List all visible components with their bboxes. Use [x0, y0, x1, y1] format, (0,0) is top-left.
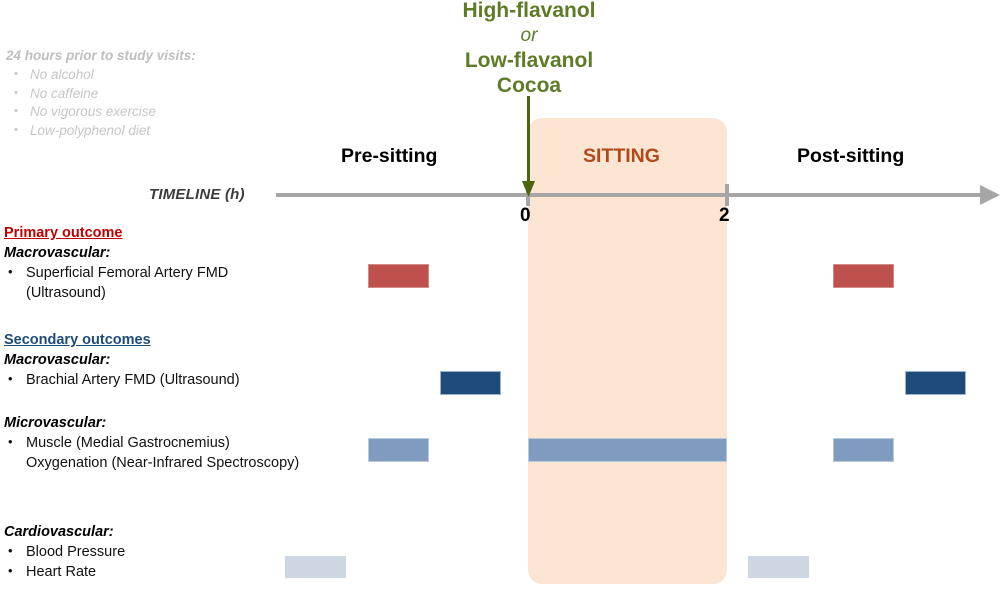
list-item: Low-polyphenol diet [6, 121, 296, 141]
outcome-subheading-microvascular: Microvascular: [4, 415, 107, 431]
timeline-axis [276, 184, 1000, 206]
outcome-group-cardiovascular: Cardiovascular: Blood Pressure Heart Rat… [4, 523, 304, 582]
outcome-group-microvascular: Microvascular: Muscle (Medial Gastrocnem… [4, 414, 304, 473]
intervention-line-cocoa: Cocoa [496, 74, 562, 97]
list-item: No alcohol [6, 65, 296, 85]
pre-visit-instructions-title: 24 hours prior to study visits: [6, 48, 196, 63]
outcome-list-primary: Superficial Femoral Artery FMD (Ultrasou… [4, 262, 304, 303]
pre-visit-instructions: 24 hours prior to study visits: No alcoh… [6, 47, 296, 140]
measurement-bar-nirs-post [833, 438, 894, 462]
measurement-bar-bp-hr-post [748, 556, 809, 578]
outcome-heading-primary: Primary outcome [4, 225, 123, 241]
list-item: Muscle (Medial Gastrocnemius) Oxygenatio… [4, 432, 304, 473]
outcome-group-secondary: Secondary outcomes Macrovascular: Brachi… [4, 331, 304, 390]
measurement-bar-nirs-pre [368, 438, 429, 462]
intervention-line-high: High-flavanol [462, 0, 596, 22]
intervention-arrow-icon [522, 96, 535, 197]
measurement-bar-nirs-sitting [528, 438, 727, 462]
measurement-bar-sfa-fmd-post [833, 264, 894, 288]
timeline-tick-0: 0 [520, 205, 531, 226]
timeline-tick-2: 2 [719, 205, 730, 226]
phase-label-sitting: SITTING [583, 145, 660, 167]
timeline-axis-caption: TIMELINE (h) [149, 186, 245, 203]
list-item: Heart Rate [4, 561, 304, 582]
list-item: No caffeine [6, 84, 296, 104]
phase-label-pre-sitting: Pre-sitting [341, 145, 438, 167]
outcome-subheading-macrovascular-secondary: Macrovascular: [4, 352, 111, 368]
list-item: No vigorous exercise [6, 102, 296, 122]
pre-visit-instruction-list: No alcohol No caffeine No vigorous exerc… [6, 65, 296, 141]
measurement-bar-sfa-fmd-pre [368, 264, 429, 288]
outcome-list-microvascular: Muscle (Medial Gastrocnemius) Oxygenatio… [4, 432, 304, 473]
list-item: Brachial Artery FMD (Ultrasound) [4, 369, 304, 390]
outcome-list-secondary-macro: Brachial Artery FMD (Ultrasound) [4, 369, 304, 390]
measurement-bar-brachial-fmd-post [905, 371, 966, 395]
intervention-connector: or [520, 24, 538, 46]
outcome-subheading-cardiovascular: Cardiovascular: [4, 524, 114, 540]
intervention-line-low: Low-flavanol [464, 48, 594, 72]
measurement-bar-brachial-fmd-pre [440, 371, 501, 395]
phase-label-post-sitting: Post-sitting [797, 145, 905, 167]
outcome-subheading-macrovascular: Macrovascular: [4, 245, 111, 261]
outcome-group-primary: Primary outcome Macrovascular: Superfici… [4, 224, 304, 303]
list-item: Superficial Femoral Artery FMD (Ultrasou… [4, 262, 304, 303]
outcome-list-cardiovascular: Blood Pressure Heart Rate [4, 541, 304, 582]
outcome-heading-secondary: Secondary outcomes [4, 332, 151, 348]
list-item: Blood Pressure [4, 541, 304, 562]
intervention-heading: High-flavanol or Low-flavanol Cocoa [398, 0, 660, 99]
